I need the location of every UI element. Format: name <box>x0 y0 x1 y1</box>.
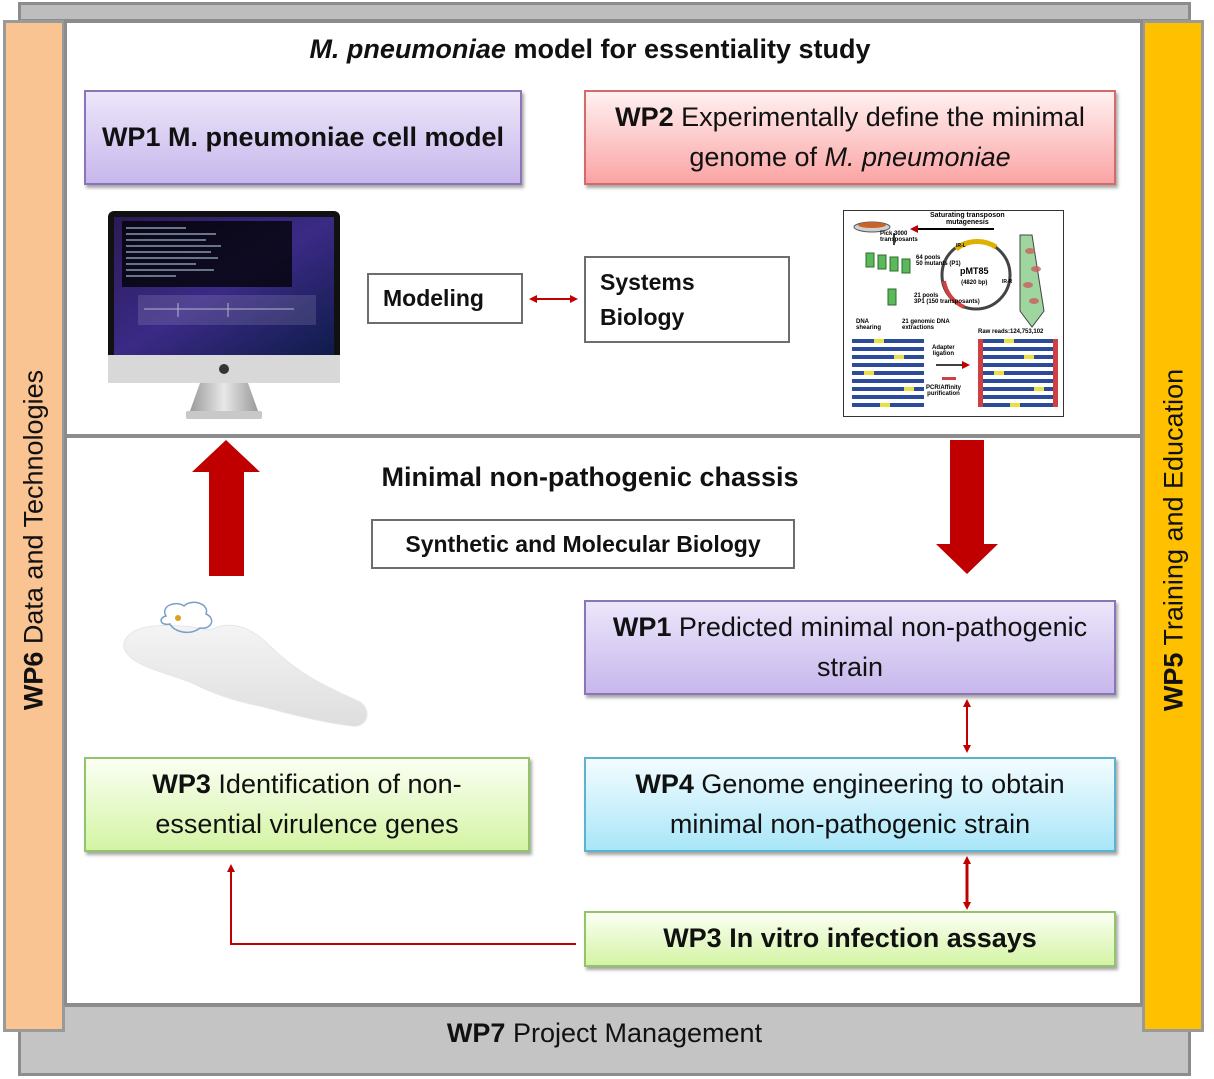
bottom-section-title: Minimal non-pathogenic chassis <box>381 462 799 492</box>
fig-plasmid: pMT85(4820 bp) <box>960 266 989 286</box>
transposon-figure-graphics <box>852 221 1058 407</box>
left-band-label: WP6 Data and Technologies <box>18 369 49 711</box>
imac-illustration <box>108 211 340 419</box>
bacterium-illustration <box>123 601 368 727</box>
right-band-label: WP5 Training and Education <box>1158 368 1189 712</box>
top-section-title: M. pneumoniae model for essentiality stu… <box>309 34 871 64</box>
left-band <box>3 20 65 1032</box>
fig-irr: IR-R <box>1002 279 1013 285</box>
footer-label: WP7 Project Management <box>446 1018 763 1048</box>
wp3-infection-assays-box: WP3 In vitro infection assays <box>584 911 1116 967</box>
wp4-genome-engineering-box: WP4 Genome engineering to obtain minimal… <box>584 757 1116 852</box>
wp3-virulence-genes-box: WP3 Identification of non-essential viru… <box>84 757 530 852</box>
apple-logo-icon <box>219 364 229 374</box>
synthetic-molecular-box: Synthetic and Molecular Biology <box>371 519 795 569</box>
right-band <box>1142 20 1204 1032</box>
wp1-cell-model-box: WP1 M. pneumoniae cell model <box>84 90 522 185</box>
fig-irl: IR-L <box>956 243 966 249</box>
wp2-minimal-genome-box: WP2 Experimentally define the minimal ge… <box>584 90 1116 185</box>
fig-raw-reads: Raw reads:124,753,102 <box>978 329 1044 335</box>
outer-frame-top <box>18 2 1191 22</box>
section-divider <box>64 434 1143 438</box>
systems-biology-line2: Biology <box>600 303 685 330</box>
systems-biology-box: Systems Biology <box>584 256 790 343</box>
modeling-box: Modeling <box>367 273 523 324</box>
wp1-predicted-strain-box: WP1 Predicted minimal non-pathogenic str… <box>584 600 1116 695</box>
systems-biology-line1: Systems <box>600 269 695 295</box>
